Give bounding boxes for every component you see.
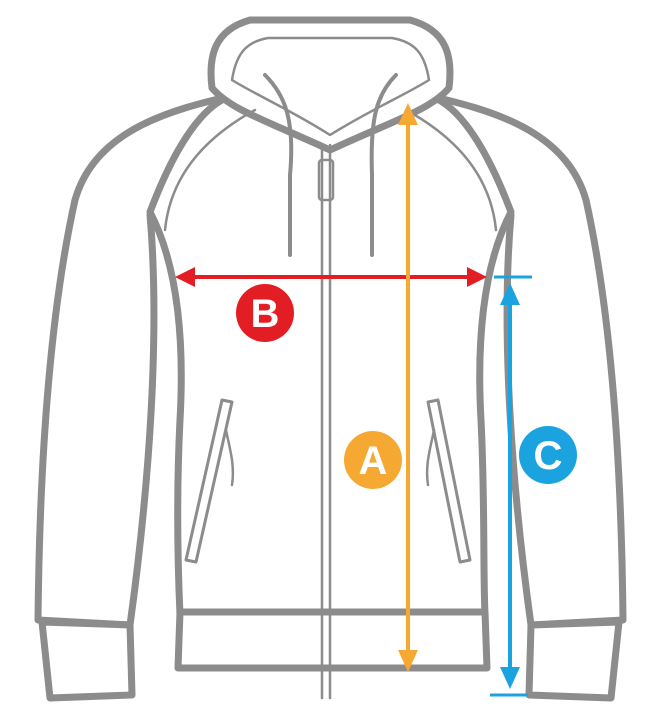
raglan-seam-right bbox=[404, 108, 498, 232]
zipper-pull bbox=[317, 158, 335, 202]
left-cuff bbox=[38, 618, 136, 702]
left-drawstring bbox=[263, 73, 294, 257]
hood-inner bbox=[230, 36, 431, 137]
measurement-c-arrow bbox=[490, 275, 532, 697]
measurement-c-badge: C bbox=[519, 426, 577, 484]
left-pocket bbox=[184, 398, 234, 564]
measurement-c-label: C bbox=[534, 434, 563, 478]
waistband bbox=[174, 608, 491, 672]
left-sleeve bbox=[34, 91, 239, 629]
measurement-b-arrow bbox=[175, 267, 487, 287]
measurement-a-badge: A bbox=[344, 431, 402, 489]
right-pocket-pull bbox=[425, 428, 436, 487]
left-pocket-pull bbox=[224, 428, 235, 487]
right-pocket bbox=[426, 398, 472, 564]
measurement-b-label: B bbox=[251, 292, 280, 336]
raglan-seam-left bbox=[163, 108, 257, 232]
measurement-a-arrow bbox=[398, 103, 418, 672]
measurement-b-badge: B bbox=[236, 284, 294, 342]
right-drawstring bbox=[369, 73, 398, 257]
hood bbox=[207, 16, 454, 154]
right-cuff bbox=[525, 618, 623, 702]
measurement-a-label: A bbox=[359, 439, 388, 483]
